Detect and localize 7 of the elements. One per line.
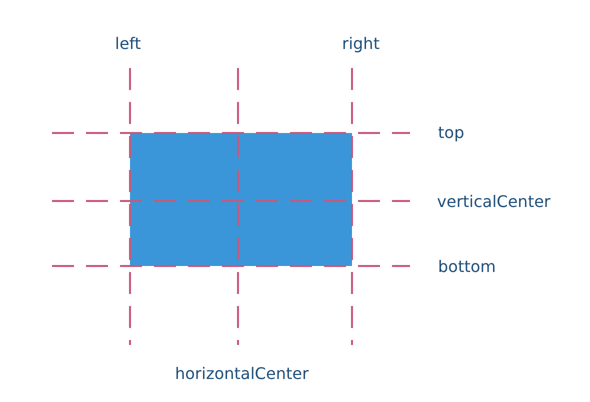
anchor-label: top [438, 123, 464, 143]
filled-rectangle [130, 133, 352, 266]
anchor-label: right [342, 34, 380, 54]
anchor-label: bottom [438, 257, 496, 277]
anchor-label: left [115, 34, 141, 54]
anchor-label: verticalCenter [437, 192, 551, 212]
anchor-label: horizontalCenter [175, 364, 309, 384]
